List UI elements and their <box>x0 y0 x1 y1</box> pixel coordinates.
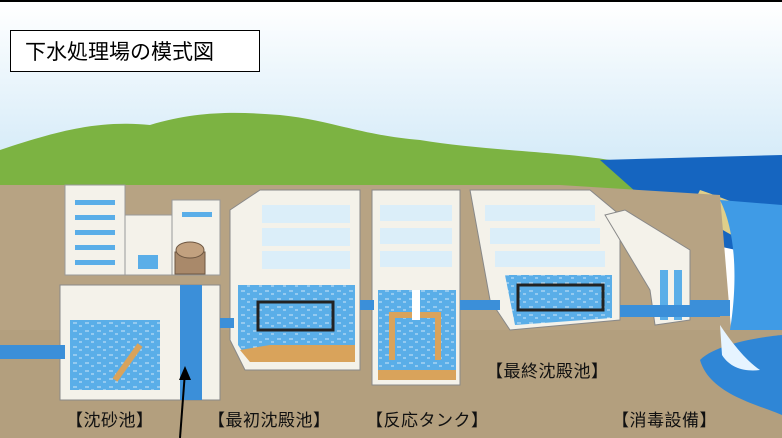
pipe-2 <box>360 300 374 310</box>
grit-chamber <box>59 284 221 401</box>
arrow-head <box>179 366 191 380</box>
label-disinfection: 【消毒設備】 <box>612 411 717 431</box>
pipe-3 <box>460 300 500 310</box>
final-clarifier <box>469 189 621 331</box>
pipe-1 <box>220 318 234 328</box>
hills <box>0 112 782 200</box>
label-final-clarifier: 【最終沈殿池】 <box>486 362 609 382</box>
outfall-splash <box>720 325 760 371</box>
pipe-5 <box>690 300 730 316</box>
pump-tower <box>174 241 206 275</box>
reaction-tank <box>371 189 461 386</box>
outfall-pool <box>700 335 782 415</box>
disinfection-unit <box>604 209 691 326</box>
inlet-pipe <box>0 345 65 359</box>
label-primary-clarifier: 【最初沈殿池】 <box>208 411 331 431</box>
river <box>720 200 782 330</box>
label-reaction-tank: 【反応タンク】 <box>366 411 489 431</box>
arrow <box>179 371 186 438</box>
label-grit-chamber: 【沈砂池】 <box>66 411 154 431</box>
primary-clarifier <box>229 189 361 371</box>
diagram-title: 下水処理場の模式図 <box>10 30 260 72</box>
